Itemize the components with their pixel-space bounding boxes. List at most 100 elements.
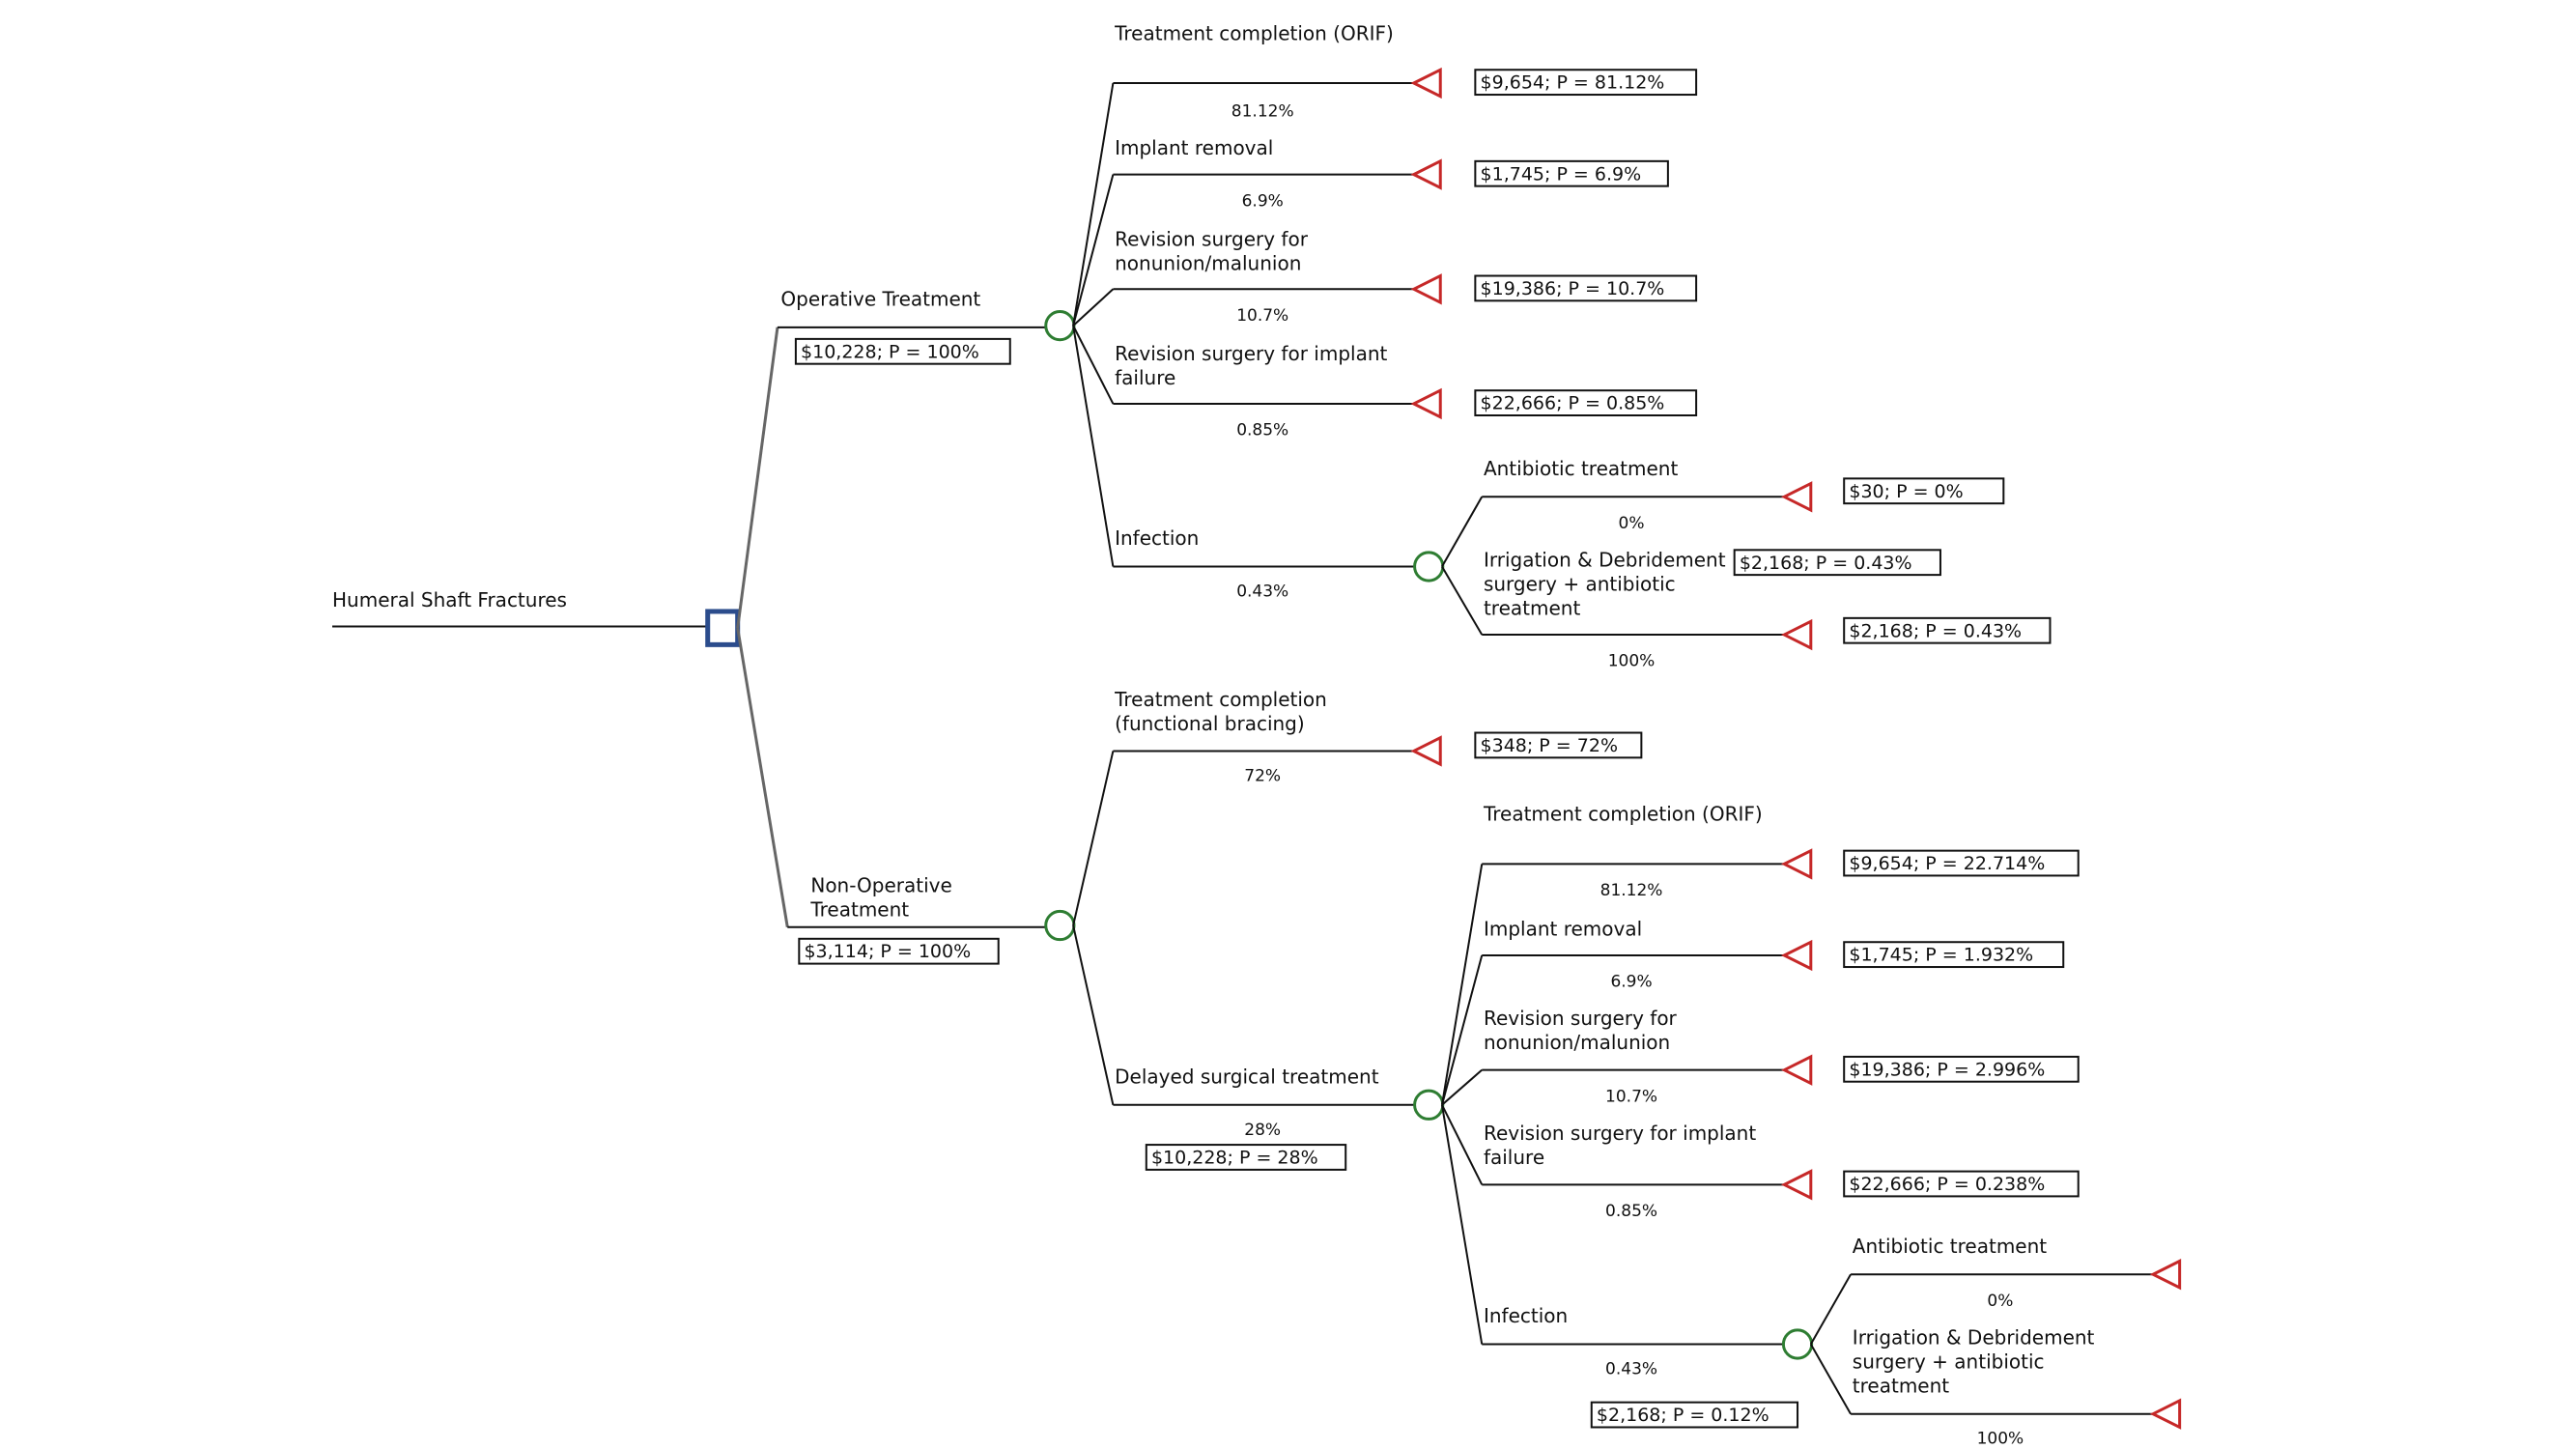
delayed-branch-payoff-1: $1,745; P = 1.932% — [1849, 945, 2033, 966]
operative-id-diag — [1441, 566, 1484, 636]
operative-branch-payoff-1-box — [1474, 159, 1669, 187]
operative-branch-payoff-2: $19,386; P = 10.7% — [1481, 278, 1665, 299]
bracing-diag — [1072, 751, 1115, 926]
delayed-branch-label-0: Treatment completion (ORIF) — [1483, 803, 1763, 826]
bracing-payoff: $348; P = 72% — [1481, 735, 1618, 756]
operative-id-payoff: $2,168; P = 0.43% — [1849, 620, 2022, 641]
operative-payoff-box — [794, 337, 1011, 365]
delayed-payoff-box — [1145, 1144, 1347, 1171]
delayed-id-terminal — [2149, 1398, 2182, 1430]
delayed-branch-payoff-1-box — [1843, 941, 2065, 969]
bracing-terminal — [1410, 735, 1442, 767]
operative-branch-payoff-0-box — [1474, 69, 1698, 97]
delayed-infection-prob: 0.43% — [1605, 1359, 1657, 1378]
operative-branch-payoff-2-box — [1474, 274, 1698, 302]
delayed-id-prob: 100% — [1977, 1430, 2024, 1449]
operative-infection-prob: 0.43% — [1236, 582, 1288, 601]
delayed-label: Delayed surgical treatment — [1115, 1065, 1379, 1088]
delayed-chance-node — [1413, 1089, 1445, 1121]
operative-id-terminal — [1780, 618, 1813, 651]
operative-antibiotic-diag — [1441, 496, 1484, 568]
delayed-infection-diag — [1440, 1104, 1484, 1345]
nonoperative-line — [736, 627, 789, 928]
delayed-branch-prob-1: 6.9% — [1610, 973, 1652, 992]
operative-branch-prob-0: 81.12% — [1231, 101, 1294, 121]
delayed-branch-payoff-2-box — [1843, 1055, 2080, 1083]
operative-branch-prob-3: 0.85% — [1236, 421, 1288, 440]
operative-antibiotic-terminal — [1780, 481, 1813, 513]
operative-branch-prob-2: 10.7% — [1236, 306, 1288, 326]
operative-chance-node — [1044, 310, 1076, 342]
operative-line — [736, 327, 779, 629]
operative-antibiotic-prob: 0% — [1619, 514, 1645, 533]
operative-infection-diag — [1072, 325, 1115, 567]
operative-terminal-2 — [1410, 273, 1442, 305]
delayed-infection-chance-node — [1781, 1328, 1814, 1360]
operative-antibiotic-label: Antibiotic treatment — [1484, 457, 1678, 480]
delayed-branch-diag-3 — [1441, 1104, 1484, 1185]
delayed-id-diag — [1809, 1343, 1852, 1415]
operative-terminal-3 — [1410, 387, 1442, 420]
bracing-payoff-box — [1474, 731, 1643, 759]
operative-infection-label: Infection — [1115, 526, 1199, 550]
delayed-branch-diag-1 — [1440, 954, 1484, 1106]
delayed-terminal-3 — [1780, 1169, 1813, 1201]
delayed-diag — [1072, 924, 1115, 1106]
bracing-prob: 72% — [1244, 766, 1281, 785]
operative-branch-diag-0 — [1072, 82, 1115, 327]
operative-branch-payoff-0: $9,654; P = 81.12% — [1481, 72, 1665, 94]
delayed-branch-prob-2: 10.7% — [1605, 1087, 1657, 1106]
operative-payoff: $10,228; P = 100% — [801, 341, 979, 362]
nonoperative-chance-node — [1044, 909, 1076, 942]
delayed-terminal-2 — [1780, 1054, 1813, 1086]
operative-branch-prob-1: 6.9% — [1242, 191, 1284, 211]
operative-branch-label-0: Treatment completion (ORIF) — [1114, 21, 1394, 44]
delayed-branch-diag-0 — [1440, 864, 1484, 1105]
operative-infection-payoff-box — [1733, 549, 1941, 577]
operative-label: Operative Treatment — [780, 287, 980, 310]
delayed-antibiotic-label: Antibiotic treatment — [1853, 1235, 2047, 1258]
delayed-branch-prob-3: 0.85% — [1605, 1202, 1657, 1221]
delayed-infection-payoff: $2,168; P = 0.12% — [1597, 1405, 1769, 1426]
operative-branch-label-1: Implant removal — [1115, 136, 1273, 159]
root-label: Humeral Shaft Fractures — [332, 588, 567, 611]
delayed-branch-diag-2 — [1441, 1068, 1483, 1106]
operative-id-payoff-box — [1843, 616, 2052, 644]
delayed-terminal-0 — [1780, 848, 1813, 880]
delayed-prob: 28% — [1244, 1121, 1281, 1140]
operative-antibiotic-payoff-box — [1843, 477, 2005, 505]
delayed-branch-payoff-0-box — [1843, 849, 2080, 877]
operative-id-prob: 100% — [1608, 652, 1656, 671]
delayed-branch-payoff-3-box — [1843, 1170, 2080, 1198]
delayed-infection-payoff-box — [1590, 1401, 1799, 1429]
delayed-terminal-1 — [1780, 939, 1813, 972]
operative-branch-diag-2 — [1072, 288, 1115, 327]
delayed-antibiotic-terminal — [2149, 1259, 2182, 1291]
operative-branch-diag-3 — [1072, 325, 1115, 405]
operative-terminal-1 — [1410, 158, 1442, 190]
delayed-branch-payoff-3: $22,666; P = 0.238% — [1849, 1174, 2045, 1195]
delayed-antibiotic-prob: 0% — [1987, 1292, 2013, 1311]
operative-terminal-0 — [1410, 67, 1442, 99]
nonoperative-payoff-box — [798, 937, 1000, 965]
decision-node — [705, 609, 741, 647]
delayed-branch-prob-0: 81.12% — [1600, 881, 1663, 900]
operative-branch-payoff-3: $22,666; P = 0.85% — [1481, 393, 1665, 414]
operative-branch-payoff-3-box — [1474, 389, 1698, 417]
delayed-payoff: $10,228; P = 28% — [1151, 1148, 1318, 1169]
operative-infection-payoff: $2,168; P = 0.43% — [1740, 553, 1912, 574]
bracing-label: Treatment completion(functional bracing) — [1114, 688, 1327, 735]
operative-branch-diag-1 — [1072, 174, 1115, 327]
delayed-branch-label-1: Implant removal — [1484, 917, 1642, 940]
delayed-antibiotic-diag — [1809, 1273, 1852, 1345]
delayed-branch-payoff-2: $19,386; P = 2.996% — [1849, 1059, 2045, 1080]
